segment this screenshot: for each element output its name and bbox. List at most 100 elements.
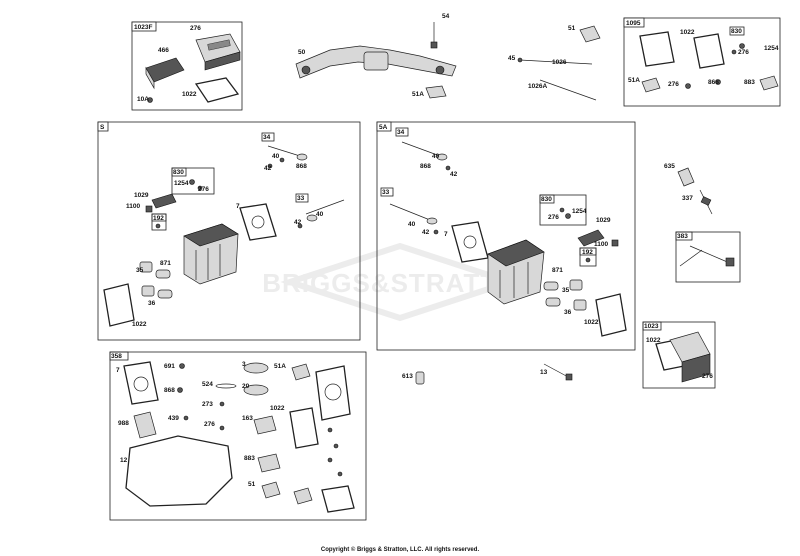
svg-text:466: 466: [158, 47, 169, 54]
svg-text:1029: 1029: [134, 192, 149, 199]
svg-text:192: 192: [153, 215, 164, 222]
svg-text:1022: 1022: [132, 321, 147, 328]
svg-text:276: 276: [738, 49, 749, 56]
valve-springs-right[interactable]: [543, 279, 587, 311]
valve-springs-left[interactable]: [139, 261, 173, 299]
group-1095: 1095 830 1022 1254 276 51A 276 868 883: [623, 17, 781, 107]
svg-text:51A: 51A: [274, 363, 286, 370]
group-1023F: 1023F 276 466 1022 10A: [131, 21, 243, 111]
gasket-988: [133, 411, 157, 439]
svg-text:1100: 1100: [594, 241, 608, 248]
svg-text:13: 13: [540, 369, 548, 376]
intake-manifold-part[interactable]: [295, 45, 457, 79]
svg-text:7: 7: [116, 367, 120, 374]
svg-text:5A: 5A: [379, 124, 388, 131]
svg-text:1029: 1029: [596, 217, 611, 224]
svg-text:51A: 51A: [412, 91, 424, 98]
bolt-13[interactable]: [543, 363, 573, 381]
rocker-arm-1029-right[interactable]: [577, 229, 605, 247]
svg-text:868: 868: [164, 387, 175, 394]
copyright-notice: Copyright © Briggs & Stratton, LLC. All …: [321, 546, 480, 553]
exhaust-gasket-kit: [315, 365, 351, 421]
svg-text:42: 42: [450, 171, 458, 178]
seal-3: [243, 362, 269, 374]
svg-text:40: 40: [316, 211, 324, 218]
svg-text:883: 883: [244, 455, 255, 462]
svg-text:192: 192: [582, 249, 593, 256]
svg-text:276: 276: [204, 421, 215, 428]
svg-text:42: 42: [422, 229, 430, 236]
svg-text:51A: 51A: [628, 77, 640, 84]
svg-text:3: 3: [242, 361, 246, 368]
fitting-613[interactable]: [415, 371, 425, 385]
svg-text:7: 7: [236, 203, 240, 210]
gasket-51-top: [579, 25, 601, 43]
svg-text:33: 33: [297, 195, 305, 202]
svg-text:40: 40: [408, 221, 416, 228]
breather-part[interactable]: [145, 57, 185, 90]
svg-text:1254: 1254: [174, 180, 189, 187]
svg-text:1026: 1026: [552, 59, 567, 66]
svg-text:276: 276: [190, 25, 201, 32]
svg-text:34: 34: [263, 134, 271, 141]
svg-text:1100: 1100: [126, 203, 140, 210]
seal-20: [243, 384, 269, 396]
valve-cover-1023[interactable]: [669, 331, 711, 383]
svg-text:635: 635: [664, 163, 675, 170]
svg-text:35: 35: [136, 267, 144, 274]
svg-text:868: 868: [708, 79, 719, 86]
intake-valve-34[interactable]: [267, 145, 308, 161]
svg-text:40: 40: [272, 153, 280, 160]
svg-text:830: 830: [731, 28, 742, 35]
intake-valve-34-right[interactable]: [401, 141, 448, 161]
svg-text:871: 871: [552, 267, 563, 274]
group-label-1023F: 1023F: [134, 24, 152, 31]
svg-text:40: 40: [432, 153, 440, 160]
exhaust-valve-33-left[interactable]: [305, 199, 345, 222]
svg-text:33: 33: [382, 189, 390, 196]
group-S: S 34 40 42 868 830 1254 276 1029 1100 19…: [97, 121, 361, 341]
spark-plug-337[interactable]: [699, 189, 713, 215]
group-5A: 5A 34 40 868 42 33 40 42 7: [376, 121, 636, 351]
push-rod-1026[interactable]: [517, 57, 597, 101]
svg-text:868: 868: [296, 163, 307, 170]
svg-text:35: 35: [562, 287, 570, 294]
svg-text:10A: 10A: [137, 96, 149, 103]
svg-text:276: 276: [702, 373, 713, 380]
svg-text:12: 12: [120, 457, 128, 464]
svg-text:276: 276: [548, 214, 559, 221]
stud-54[interactable]: [430, 22, 438, 49]
group-358: 358 691 7 868 524 273 988 439 276 12 3 2…: [109, 351, 367, 521]
svg-text:337: 337: [682, 195, 693, 202]
valve-cover-part[interactable]: [195, 33, 241, 71]
cylinder-head-right[interactable]: [487, 239, 545, 305]
svg-text:1023: 1023: [644, 323, 659, 330]
head-gasket-1095: [639, 31, 675, 67]
svg-text:50: 50: [298, 49, 306, 56]
svg-text:1254: 1254: [764, 45, 779, 52]
spark-plug-wrench-383[interactable]: [679, 245, 735, 267]
gasket-1022-left: [103, 283, 135, 327]
svg-text:358: 358: [111, 353, 122, 360]
svg-text:1022: 1022: [182, 91, 197, 98]
small-parts-kit: [327, 427, 343, 477]
gasket-1022-1095: [693, 33, 725, 69]
svg-text:868: 868: [420, 163, 431, 170]
rocker-arm-1029-left[interactable]: [151, 193, 177, 209]
svg-text:42: 42: [294, 219, 302, 226]
svg-text:613: 613: [402, 373, 413, 380]
svg-text:20: 20: [242, 383, 250, 390]
svg-text:883: 883: [744, 79, 755, 86]
cylinder-head-left[interactable]: [183, 223, 239, 285]
svg-text:51: 51: [568, 25, 576, 32]
svg-text:1254: 1254: [572, 208, 587, 215]
exhaust-valve-33-right[interactable]: [389, 203, 438, 225]
spark-plug-boot-635[interactable]: [677, 167, 695, 187]
svg-text:1022: 1022: [680, 29, 695, 36]
svg-text:1095: 1095: [626, 20, 641, 27]
svg-text:34: 34: [397, 129, 405, 136]
gasket-51A-manifold: [425, 85, 447, 99]
gasket-1022-top: [194, 77, 240, 103]
svg-text:439: 439: [168, 415, 179, 422]
svg-text:691: 691: [164, 363, 175, 370]
